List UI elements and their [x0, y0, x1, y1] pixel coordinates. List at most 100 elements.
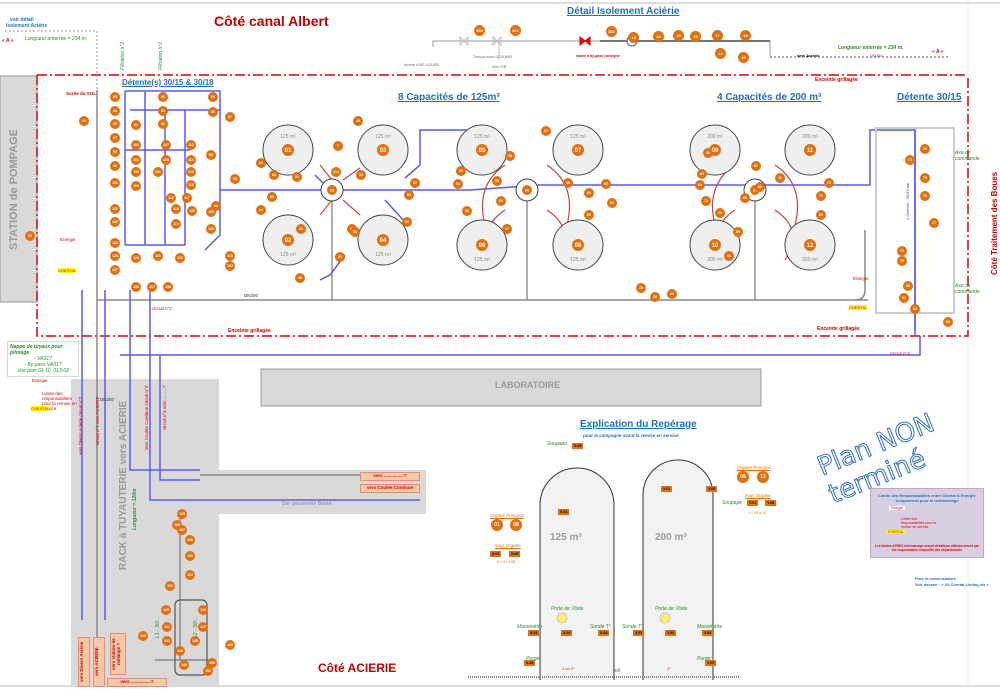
- equipment-tag-91[interactable]: 91: [158, 106, 168, 116]
- isolation-tag-17[interactable]: 17: [712, 30, 723, 41]
- equipment-tag-138[interactable]: 138: [172, 520, 182, 530]
- equipment-tag-70[interactable]: 70: [816, 191, 826, 201]
- equipment-tag-33[interactable]: 33: [350, 227, 360, 237]
- equipment-tag-127[interactable]: 127: [110, 265, 120, 275]
- equipment-tag-31[interactable]: 31: [292, 172, 302, 182]
- equipment-tag-314[interactable]: 314: [331, 167, 341, 177]
- equipment-tag-35[interactable]: 35: [505, 151, 515, 161]
- equipment-tag-118[interactable]: 118: [171, 204, 181, 214]
- equipment-tag-38[interactable]: 38: [703, 148, 713, 158]
- equipment-tag-34[interactable]: 34: [356, 170, 366, 180]
- equipment-tag-148[interactable]: 148: [190, 636, 200, 646]
- isolation-tag-302[interactable]: 302: [606, 26, 617, 37]
- equipment-tag-81[interactable]: 81: [899, 293, 909, 303]
- equipment-tag-66[interactable]: 66: [740, 193, 750, 203]
- equipment-tag-137[interactable]: 137: [177, 525, 187, 535]
- equipment-tag-21[interactable]: 21: [79, 116, 89, 126]
- equipment-tag-78[interactable]: 78: [897, 246, 907, 256]
- equipment-tag-103[interactable]: 103: [131, 140, 141, 150]
- isolation-tag-15[interactable]: 15: [673, 30, 684, 41]
- equipment-tag-108[interactable]: 108: [161, 155, 171, 165]
- equipment-tag-23[interactable]: 23: [335, 252, 345, 262]
- equipment-tag-131[interactable]: 131: [225, 251, 235, 261]
- equipment-tag-58[interactable]: 58: [492, 176, 502, 186]
- equipment-tag-142[interactable]: 142: [162, 636, 172, 646]
- equipment-tag-56[interactable]: 56: [496, 196, 506, 206]
- equipment-tag-98[interactable]: 98: [110, 147, 120, 157]
- equipment-tag-125[interactable]: 125: [110, 251, 120, 261]
- equipment-tag-120[interactable]: 120: [110, 204, 120, 214]
- equipment-tag-114[interactable]: 114: [186, 155, 196, 165]
- equipment-tag-112[interactable]: 112: [166, 193, 176, 203]
- equipment-tag-145[interactable]: 145: [179, 660, 189, 670]
- equipment-tag-79[interactable]: 79: [897, 256, 907, 266]
- isolation-tag-14[interactable]: 14: [653, 31, 664, 42]
- to-mixing-box[interactable]: vers station de mélange ?: [110, 633, 126, 675]
- equipment-tag-124[interactable]: 124: [110, 238, 120, 248]
- equipment-tag-81[interactable]: 81: [404, 190, 414, 200]
- equipment-tag-40[interactable]: 40: [715, 208, 725, 218]
- isolation-tag-18[interactable]: 18: [715, 48, 726, 59]
- equipment-tag-126[interactable]: 126: [131, 253, 141, 263]
- equipment-tag-132[interactable]: 132: [225, 261, 235, 271]
- equipment-tag-139[interactable]: 139: [177, 509, 187, 519]
- equipment-tag-63[interactable]: 63: [697, 169, 707, 179]
- nomenclature-link[interactable]: Voir dossier : « 03-Chertal-Listing.xls …: [915, 582, 989, 587]
- isolation-tag-19[interactable]: 19: [740, 30, 751, 41]
- equipment-tag-60[interactable]: 60: [584, 188, 594, 198]
- see-detail-link[interactable]: voir détail: [10, 17, 34, 23]
- equipment-tag-129[interactable]: 129: [206, 207, 216, 217]
- equipment-tag-36[interactable]: 36: [462, 206, 472, 216]
- equipment-tag-115[interactable]: 115: [186, 167, 196, 177]
- equipment-tag-72[interactable]: 72: [824, 178, 834, 188]
- equipment-tag-128[interactable]: 128: [187, 206, 197, 216]
- equipment-tag-65[interactable]: 65: [267, 192, 277, 202]
- equipment-tag-7[interactable]: 7: [333, 141, 343, 151]
- equipment-tag-50[interactable]: 50: [402, 217, 412, 227]
- equipment-tag-95[interactable]: 95: [110, 119, 120, 129]
- equipment-tag-37[interactable]: 37: [502, 224, 512, 234]
- equipment-tag-57[interactable]: 57: [541, 126, 551, 136]
- equipment-tag-63[interactable]: 63: [269, 170, 279, 180]
- isolation-tag-300[interactable]: 300: [474, 25, 485, 36]
- equipment-tag-134[interactable]: 134: [185, 570, 195, 580]
- equipment-tag-75[interactable]: 75: [920, 173, 930, 183]
- equipment-tag-104[interactable]: 104: [131, 155, 141, 165]
- equipment-tag-137[interactable]: 137: [147, 282, 157, 292]
- equipment-tag-143[interactable]: 143: [138, 631, 148, 641]
- equipment-tag-83[interactable]: 83: [943, 317, 953, 327]
- isolation-tag-301[interactable]: 301: [510, 25, 521, 36]
- equipment-tag-116[interactable]: 116: [186, 180, 196, 190]
- equipment-tag-149[interactable]: 149: [225, 640, 235, 650]
- equipment-tag-30[interactable]: 30: [667, 289, 677, 299]
- equipment-tag-123[interactable]: 123: [175, 253, 185, 263]
- equipment-tag-87[interactable]: 87: [225, 112, 235, 122]
- to-divers-box[interactable]: vers Divers Aciérie: [78, 637, 90, 687]
- equipment-tag-89[interactable]: 89: [208, 92, 218, 102]
- equipment-tag-29[interactable]: 29: [650, 292, 660, 302]
- equipment-tag-150[interactable]: 150: [207, 658, 217, 668]
- to-unknown-box[interactable]: vers ................?: [360, 472, 420, 481]
- equipment-tag-92[interactable]: 92: [158, 119, 168, 129]
- equipment-tag-101[interactable]: 101: [110, 178, 120, 188]
- equipment-tag-140[interactable]: 140: [161, 605, 171, 615]
- equipment-tag-146[interactable]: 146: [198, 605, 208, 615]
- equipment-tag-53[interactable]: 53: [456, 166, 466, 176]
- equipment-tag-38[interactable]: 38: [563, 178, 573, 188]
- equipment-tag-121[interactable]: 121: [153, 251, 163, 261]
- equipment-tag-44[interactable]: 44: [256, 205, 266, 215]
- equipment-tag-151[interactable]: 151: [203, 666, 213, 676]
- equipment-tag-77[interactable]: 77: [929, 218, 939, 228]
- equipment-tag-85[interactable]: 85: [230, 174, 240, 184]
- equipment-tag-46[interactable]: 46: [295, 273, 305, 283]
- equipment-tag-130[interactable]: 130: [206, 224, 216, 234]
- equipment-tag-59[interactable]: 59: [584, 210, 594, 220]
- equipment-tag-48[interactable]: 48: [353, 116, 363, 126]
- equipment-tag-106[interactable]: 106: [131, 181, 141, 191]
- equipment-tag-110[interactable]: 110: [153, 167, 163, 177]
- equipment-tag-136[interactable]: 136: [131, 282, 141, 292]
- equipment-tag-41[interactable]: 41: [724, 251, 734, 261]
- equipment-tag-84[interactable]: 84: [211, 201, 221, 211]
- equipment-tag-144[interactable]: 144: [175, 646, 185, 656]
- equipment-tag-88[interactable]: 88: [208, 107, 218, 117]
